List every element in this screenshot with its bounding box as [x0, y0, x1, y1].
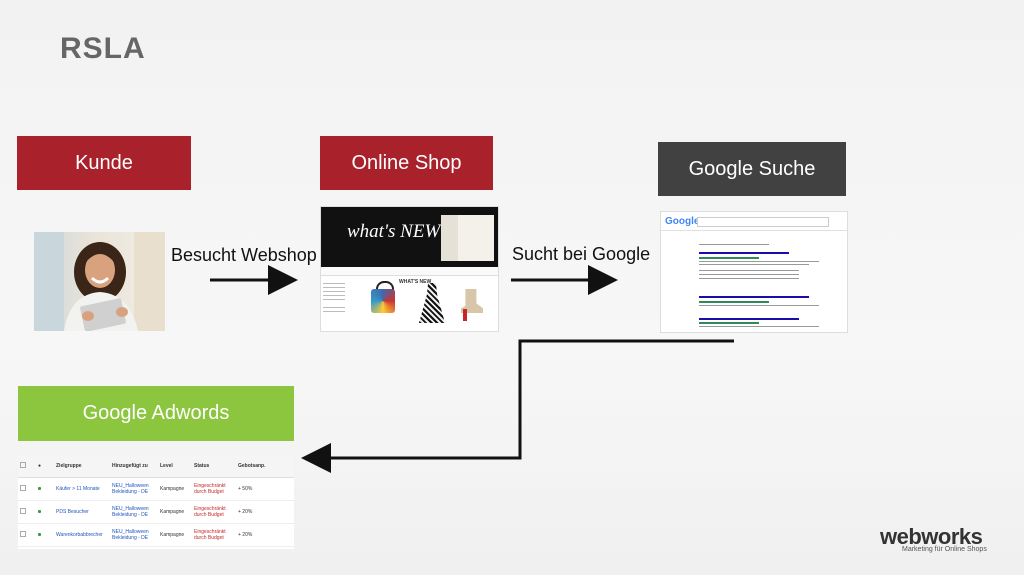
cell-gebotsanpassung: + 20%	[236, 500, 294, 524]
serp-result-snippet	[699, 261, 819, 262]
col-header-select	[18, 455, 36, 478]
webworks-logo: webworks Marketing für Online Shops	[880, 524, 987, 553]
serp-result-url	[699, 301, 769, 303]
row-checkbox[interactable]	[18, 500, 36, 524]
adwords-table-screenshot: ● Zielgruppe Hinzugefügt zu Level Status…	[18, 455, 294, 549]
shop-brand: WHAT'S NEW	[399, 279, 432, 285]
serp-result-url	[699, 257, 759, 259]
serp-result-title	[699, 296, 809, 298]
node-online-shop: Online Shop	[320, 136, 493, 190]
cell-level: Kampagne	[158, 477, 192, 501]
serp-result-snippet	[699, 270, 799, 271]
cell-status: Eingeschränkt durch Budget	[192, 477, 236, 501]
serp-result-title	[699, 252, 789, 254]
cell-hinzugefuegt[interactable]: NEU_Halloween Bekleidung - DE	[110, 523, 158, 547]
row-status-dot	[36, 477, 54, 501]
adwords-table: ● Zielgruppe Hinzugefügt zu Level Status…	[18, 455, 294, 547]
col-header-status: Status	[192, 455, 236, 478]
cell-status: Eingeschränkt durch Budget	[192, 500, 236, 524]
serp-result-snippet	[699, 278, 799, 279]
node-online-shop-label: Online Shop	[351, 151, 462, 174]
cell-level: Kampagne	[158, 523, 192, 547]
cell-hinzugefuegt[interactable]: NEU_Halloween Bekleidung - DE	[110, 500, 158, 524]
google-serp-screenshot: Google	[660, 211, 848, 333]
online-shop-screenshot: what's NEW WHAT'S NEW	[320, 206, 499, 332]
edge-label-visit: Besucht Webshop	[171, 245, 317, 265]
shop-filter-line	[323, 307, 345, 308]
table-row[interactable]: Käufer > 11 Monate NEU_Halloween Bekleid…	[18, 477, 294, 501]
cell-gebotsanpassung: + 20%	[236, 523, 294, 547]
product-boot-heel	[463, 309, 467, 321]
cell-gebotsanpassung: + 50%	[236, 477, 294, 501]
node-kunde: Kunde	[17, 136, 191, 190]
shop-filter-line	[323, 283, 345, 284]
shop-filter-line	[323, 311, 345, 312]
cell-zielgruppe[interactable]: PDS Besucher	[54, 500, 110, 524]
col-header-status-dot: ●	[36, 455, 54, 478]
cell-level: Kampagne	[158, 500, 192, 524]
serp-result-snippet	[699, 274, 799, 275]
node-google-suche: Google Suche	[658, 142, 846, 196]
edge-label-search: Sucht bei Google	[512, 244, 651, 264]
serp-result-url	[699, 322, 759, 324]
product-bag-handle	[376, 281, 394, 293]
col-header-hinzugefuegt: Hinzugefügt zu	[110, 455, 158, 478]
serp-tabs	[661, 230, 847, 231]
row-status-dot	[36, 500, 54, 524]
shop-banner-text: what's NEW	[347, 221, 441, 242]
webworks-logo-tagline: Marketing für Online Shops	[902, 546, 987, 553]
col-header-level: Level	[158, 455, 192, 478]
shop-nav	[321, 267, 498, 276]
arrow-google-to-adwords	[301, 339, 734, 473]
col-header-zielgruppe: Zielgruppe	[54, 455, 110, 478]
node-google-suche-label: Google Suche	[688, 157, 816, 180]
cell-status: Eingeschränkt durch Budget	[192, 523, 236, 547]
shop-filter-line	[323, 295, 345, 296]
node-google-adwords: Google Adwords	[18, 386, 294, 441]
serp-result-snippet	[699, 264, 809, 265]
customer-illustration	[34, 232, 165, 331]
customer-photo	[34, 232, 165, 331]
shop-filter-line	[323, 287, 345, 288]
serp-logo: Google	[665, 216, 699, 227]
shop-filter-line	[323, 291, 345, 292]
webworks-logo-name: webworks	[880, 524, 983, 549]
shop-banner-promo	[458, 215, 494, 261]
serp-result-snippet	[699, 326, 819, 327]
table-row[interactable]: PDS Besucher NEU_Halloween Bekleidung - …	[18, 500, 294, 524]
col-header-gebotsanpassung: Gebotsanp.	[236, 455, 294, 478]
node-kunde-label: Kunde	[75, 151, 133, 174]
serp-result-title	[699, 318, 799, 320]
table-row[interactable]: Warenkorbabbrecher NEU_Halloween Bekleid…	[18, 523, 294, 547]
node-google-adwords-label: Google Adwords	[82, 402, 230, 424]
serp-logo-text: Google	[665, 216, 700, 227]
serp-result-snippet	[699, 305, 819, 306]
row-checkbox[interactable]	[18, 523, 36, 547]
shop-filter-line	[323, 299, 345, 300]
table-header-row: ● Zielgruppe Hinzugefügt zu Level Status…	[18, 455, 294, 478]
slide-title: RSLA	[60, 32, 146, 65]
cell-zielgruppe[interactable]: Warenkorbabbrecher	[54, 523, 110, 547]
cell-zielgruppe[interactable]: Käufer > 11 Monate	[54, 477, 110, 501]
shop-banner: what's NEW	[321, 207, 498, 267]
serp-search-bar	[697, 217, 829, 227]
row-checkbox[interactable]	[18, 477, 36, 501]
row-status-dot	[36, 523, 54, 547]
cell-hinzugefuegt[interactable]: NEU_Halloween Bekleidung - DE	[110, 477, 158, 501]
serp-result-count	[699, 244, 769, 245]
product-bag	[371, 289, 395, 313]
